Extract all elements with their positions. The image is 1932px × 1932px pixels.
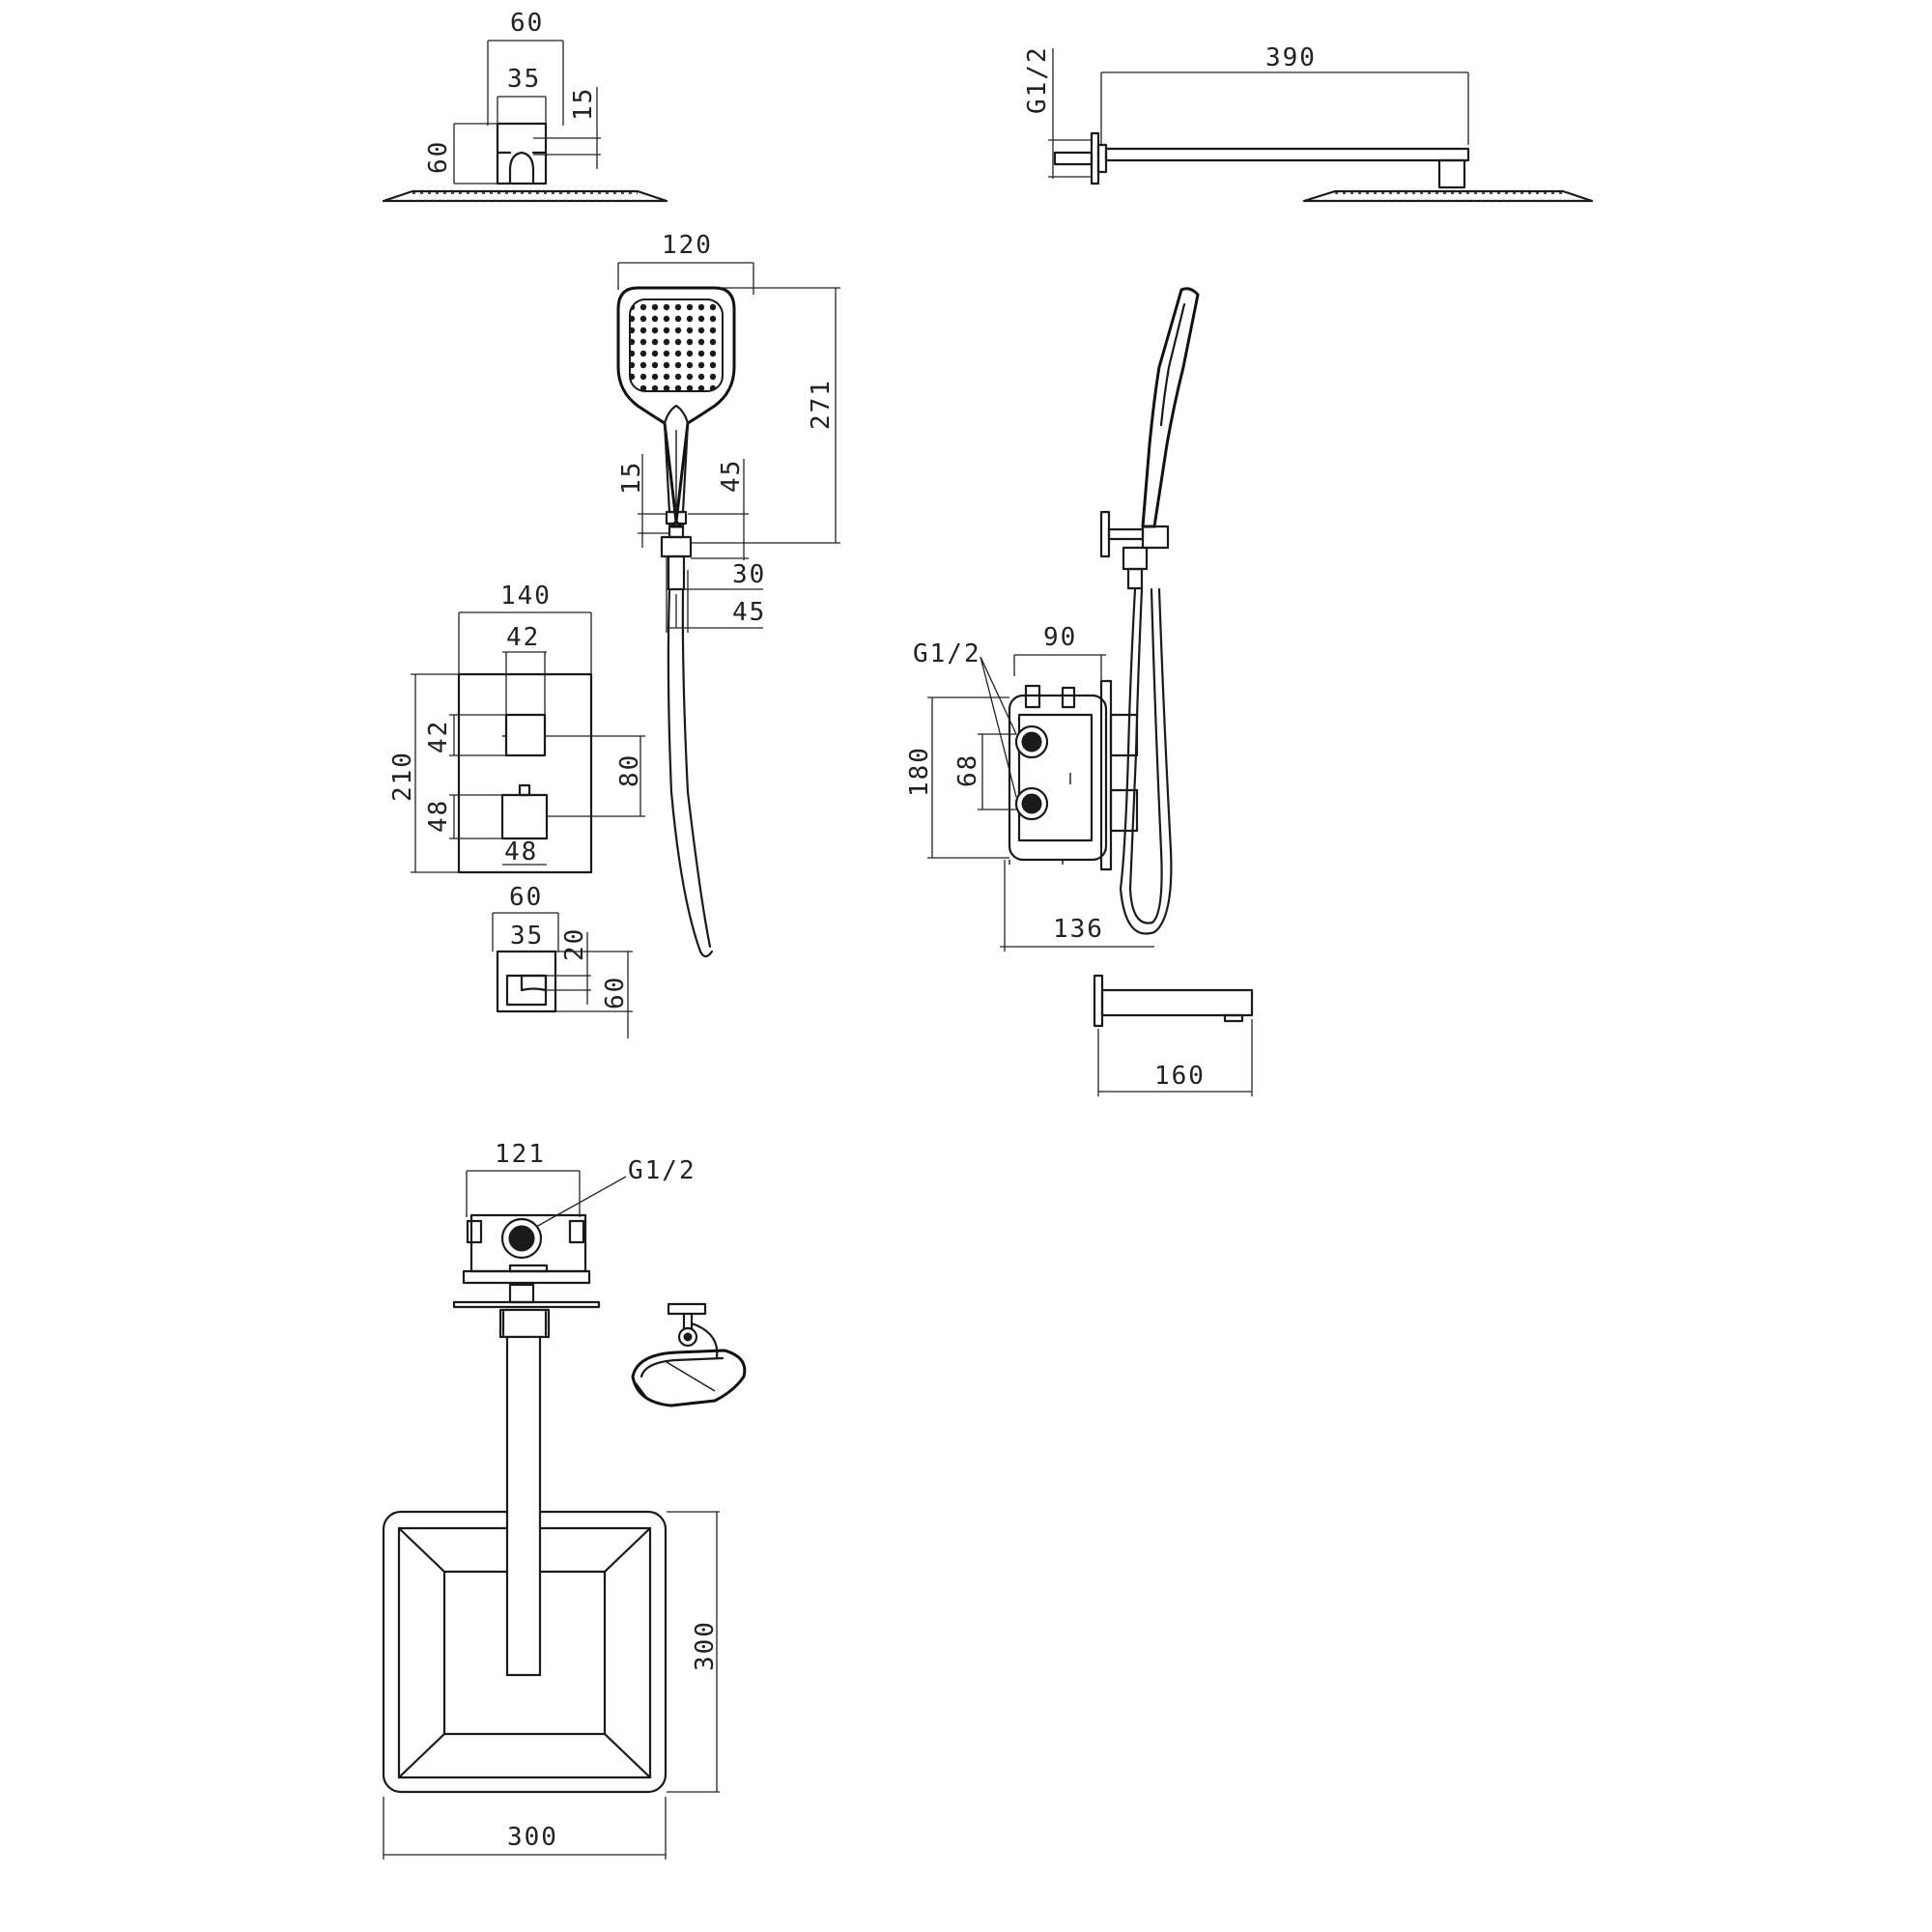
outlet-height-label: 60 (601, 976, 630, 1009)
plate-height-label: 210 (388, 751, 417, 802)
rain-head-height-label: 60 (424, 140, 453, 174)
valve-thread-label: G1/2 (913, 639, 981, 668)
head-width-label: 300 (507, 1823, 558, 1852)
hand-gap-label: 15 (617, 461, 646, 495)
outlet-gap-label: 20 (560, 927, 589, 961)
box-thread-label: G1/2 (628, 1156, 696, 1185)
outlet-width-label: 60 (509, 883, 543, 912)
arm-length-label: 390 (1265, 43, 1317, 72)
knob-spacing-label: 80 (615, 753, 644, 787)
holder-depth-label: 45 (732, 598, 766, 627)
port-spacing-label: 68 (953, 753, 982, 787)
valve-side-view: G1/2 90 180 68 136 (905, 623, 1154, 952)
arm-thread-label: G1/2 (1023, 45, 1052, 114)
rain-head-width-label: 60 (510, 9, 544, 38)
valve-box-top-view: 121 G1/2 (452, 1140, 696, 1339)
hand-width-label: 120 (662, 231, 713, 260)
rain-head-gap-label: 15 (569, 87, 598, 121)
wall-outlet-front-view: 60 35 20 60 (492, 883, 633, 1038)
square-rain-head-top-view: 300 300 (382, 1335, 720, 1860)
head-height-label: 300 (691, 1620, 720, 1671)
holder-height-label: 30 (732, 560, 766, 589)
hand-length-label: 271 (807, 379, 836, 430)
trim-plate-front-view: 140 42 210 42 48 80 48 (388, 582, 645, 874)
install-depth-label: 136 (1053, 915, 1104, 944)
rain-head-stem-label: 35 (507, 65, 541, 94)
shower-arm-side-view: 390 G1/2 (1023, 43, 1594, 203)
hand-neck-label: 45 (717, 459, 746, 493)
valve-height-label: 180 (905, 746, 934, 797)
hand-shower-front-view: 120 271 15 45 30 45 (616, 231, 840, 958)
knob-top-label: 42 (506, 623, 540, 652)
plate-width-label: 140 (500, 582, 552, 611)
knob-bottom-side-label: 48 (424, 799, 453, 833)
knob-bottom-label: 48 (504, 838, 538, 867)
valve-depth-label: 90 (1043, 623, 1077, 652)
hand-shower-side-view (1099, 287, 1200, 935)
knob-top-side-label: 42 (424, 720, 453, 753)
spout-length-label: 160 (1154, 1062, 1206, 1091)
box-width-label: 121 (495, 1140, 546, 1169)
outlet-stem-label: 35 (510, 922, 544, 951)
rain-head-side-view: 60 35 60 15 (382, 9, 668, 203)
spout-side-view: 160 (1093, 974, 1254, 1096)
hand-shower-holder-view (631, 1302, 747, 1407)
